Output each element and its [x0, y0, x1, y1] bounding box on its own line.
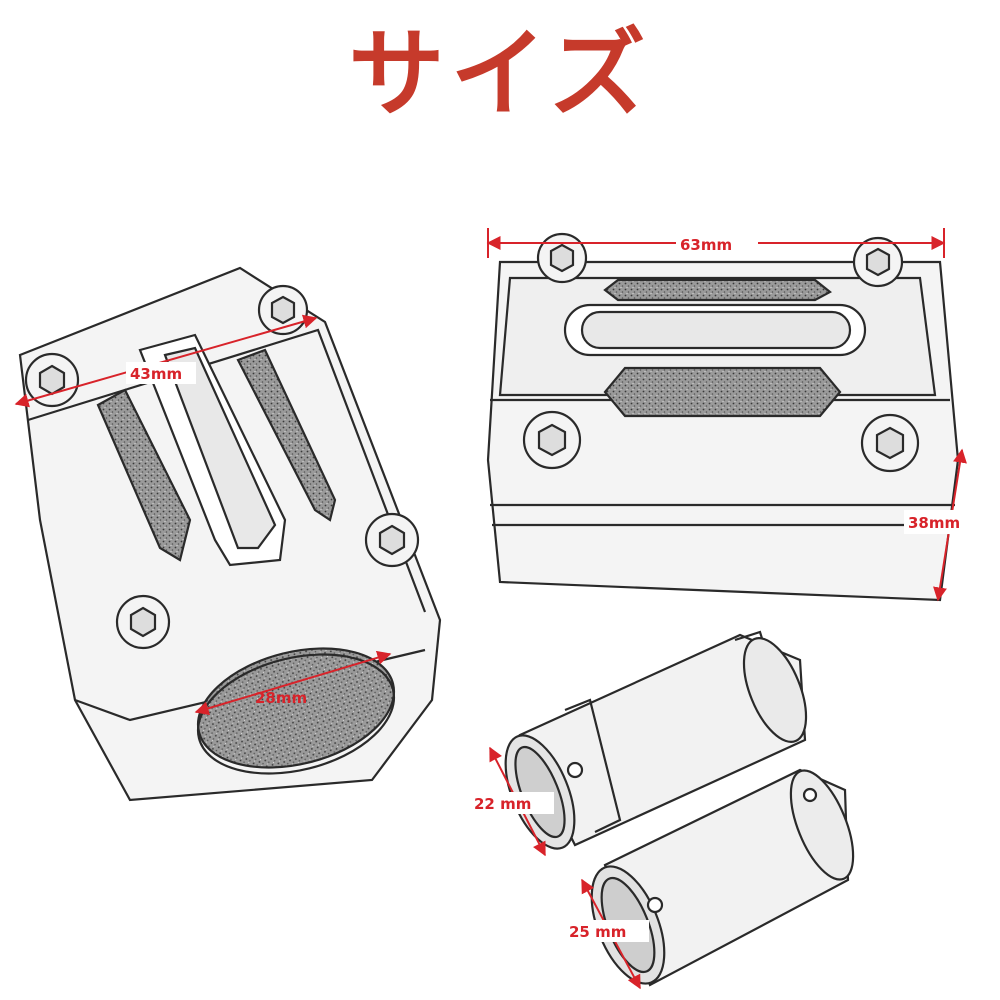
left-slider [18, 266, 442, 802]
dimension-label-38mm: 38mm [908, 514, 960, 532]
page-title: サイズ [348, 17, 652, 130]
dimension-label-22mm: 22 mm [474, 795, 531, 813]
right-slider [486, 232, 960, 602]
dimension-label-25mm: 25 mm [569, 923, 626, 941]
dimension-label-43mm: 43mm [130, 365, 182, 383]
dimension-label-63mm: 63mm [680, 236, 732, 254]
dimension-label-28mm: 28mm [255, 689, 307, 707]
